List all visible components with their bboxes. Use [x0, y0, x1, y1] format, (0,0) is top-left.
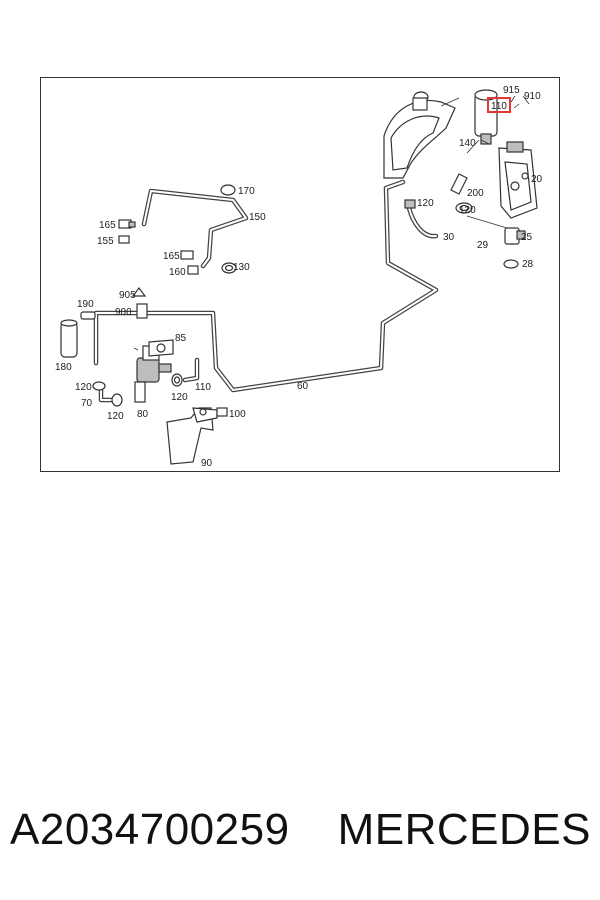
label-165-b: 165 [163, 251, 180, 262]
label-130: 130 [233, 262, 250, 273]
bolt-100 [199, 407, 228, 417]
label-190: 190 [77, 299, 94, 310]
hose-110-mid [182, 357, 200, 383]
clamp-120-e [171, 373, 183, 387]
intake-manifold-assembly [383, 91, 460, 179]
label-29: 29 [477, 240, 489, 251]
hose-30 [404, 199, 439, 239]
label-28: 28 [522, 259, 534, 270]
connector-905 [131, 287, 147, 297]
label-150: 150 [249, 212, 266, 223]
part-190 [80, 311, 96, 320]
label-100: 100 [229, 409, 246, 420]
label-155: 155 [97, 236, 114, 247]
parts-diagram: 915 910 110 140 20 200 120 120 30 29 25 … [55, 85, 543, 469]
clamp-120-c [92, 381, 106, 391]
label-140: 140 [459, 138, 476, 149]
part-110-highlight[interactable] [487, 97, 511, 113]
label-120-e: 120 [171, 392, 188, 403]
valve-25 [466, 215, 526, 245]
label-90: 90 [201, 458, 213, 469]
caption-bar: A2034700259 MERCEDES [10, 800, 590, 860]
label-85: 85 [175, 333, 187, 344]
label-20: 20 [531, 174, 543, 185]
connector-160 [187, 265, 199, 275]
label-160: 160 [169, 267, 186, 278]
label-60: 60 [297, 381, 309, 392]
label-110-mid: 110 [195, 382, 211, 393]
diagram-labels: 915 910 110 140 20 200 120 120 30 29 25 … [55, 85, 543, 469]
connector-155 [118, 235, 130, 244]
canister-180 [60, 319, 78, 358]
label-915: 915 [503, 85, 520, 96]
label-120-d: 120 [107, 411, 124, 422]
connector-165-b [180, 250, 194, 260]
clamp-130 [221, 262, 237, 274]
clamp-120-d [111, 393, 123, 407]
pipe-150 [141, 188, 249, 269]
label-110-top: 110 [491, 101, 507, 112]
label-80: 80 [137, 409, 149, 420]
label-30: 30 [443, 232, 455, 243]
hose-200 [450, 139, 480, 195]
label-120-b: 120 [459, 205, 476, 216]
filter-housing-20 [498, 141, 538, 219]
label-165-a: 165 [99, 220, 116, 231]
reservoir-canister [474, 89, 511, 145]
label-200: 200 [467, 188, 484, 199]
clamp-120-upper [455, 202, 473, 214]
label-25: 25 [521, 232, 533, 243]
bracket-90 [166, 407, 218, 465]
diagram-frame: 915 910 110 140 20 200 120 120 30 29 25 … [40, 77, 560, 472]
part-number: A2034700259 [10, 805, 290, 854]
label-905: 905 [119, 290, 136, 301]
bracket-85 [148, 339, 174, 357]
label-120-c: 120 [75, 382, 92, 393]
pipe-60 [93, 179, 439, 393]
connector-165-a [118, 219, 136, 229]
label-180: 180 [55, 362, 72, 373]
leader-lines [133, 95, 530, 351]
label-900: 900 [115, 307, 132, 318]
brand-name: MERCEDES [337, 805, 591, 854]
label-70: 70 [81, 398, 93, 409]
label-910: 910 [524, 91, 541, 102]
label-170: 170 [238, 186, 255, 197]
seal-28 [503, 259, 519, 269]
clamp-170 [220, 184, 236, 196]
label-120-a: 120 [417, 198, 434, 209]
fitting-80 [134, 381, 146, 403]
